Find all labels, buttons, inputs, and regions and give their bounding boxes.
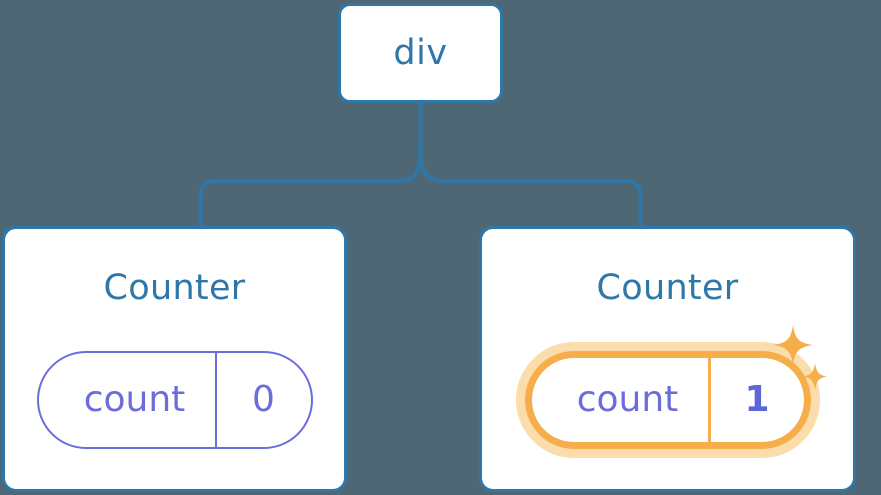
state-pill-wrap-left: count 0: [5, 351, 344, 449]
node-counter-right-title: Counter: [596, 268, 739, 308]
node-counter-left[interactable]: Counter count 0: [2, 226, 347, 492]
node-div-label: div: [393, 32, 448, 73]
node-counter-right[interactable]: Counter count 1: [479, 226, 856, 492]
state-pill-right[interactable]: count 1: [524, 351, 811, 449]
state-key-left: count: [83, 379, 186, 420]
state-pill-wrap-right: count 1: [482, 351, 853, 449]
state-pill-left[interactable]: count 0: [36, 351, 313, 449]
connector-branch-left: [198, 147, 423, 229]
state-value-left: 0: [214, 353, 311, 447]
connector-branch-right: [418, 147, 643, 229]
node-counter-left-title: Counter: [103, 268, 246, 308]
node-div[interactable]: div: [338, 3, 503, 103]
state-value-right: 1: [707, 358, 804, 442]
state-key-right: count: [576, 379, 679, 420]
